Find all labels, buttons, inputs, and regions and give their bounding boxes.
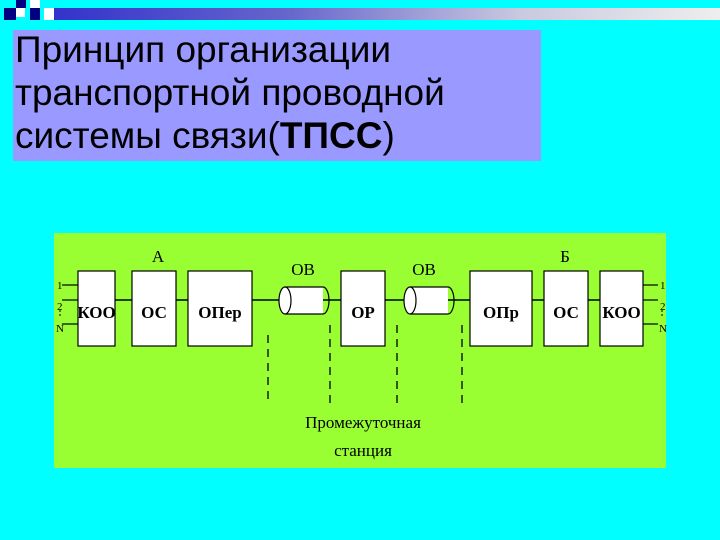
header-rule: [54, 8, 720, 20]
right-channel-n: N: [659, 323, 667, 335]
title-line-2: транспортной проводной: [15, 72, 445, 113]
title-box: [13, 30, 541, 161]
block-oper: ОПер: [187, 270, 253, 347]
svg-text:КОО: КОО: [77, 303, 115, 322]
svg-text:КОО: КОО: [602, 303, 640, 322]
fiber-label-2: ОВ: [412, 260, 436, 279]
left-channel-inputs: 1 2 N: [56, 280, 78, 335]
station-caption-line-1: Промежуточная: [305, 413, 421, 432]
right-channel-1: 1: [660, 280, 666, 292]
fiber-segment-1: [278, 286, 330, 315]
svg-text:ОС: ОС: [141, 303, 167, 322]
slide-title: Принцип организации транспортной проводн…: [15, 28, 445, 157]
block-koo-right: КОО: [599, 270, 644, 347]
block-opr: ОПр: [469, 270, 533, 347]
block-os-left: ОС: [131, 270, 177, 347]
svg-text:ОС: ОС: [553, 303, 579, 322]
fiber-label-1: ОВ: [291, 260, 315, 279]
left-channel-n: N: [56, 323, 64, 335]
fiber-segment-2: [403, 286, 455, 315]
block-koo-left: КОО: [77, 270, 116, 347]
svg-text:ОР: ОР: [351, 303, 375, 322]
point-b-label: Б: [560, 247, 570, 266]
svg-text:ОПер: ОПер: [198, 303, 241, 322]
block-or: ОР: [340, 270, 386, 347]
title-close-paren: ): [382, 115, 395, 156]
point-a-label: А: [152, 247, 165, 266]
left-channel-2: 2: [57, 301, 63, 313]
left-channel-1: 1: [57, 280, 63, 292]
svg-text:ОПр: ОПр: [483, 303, 519, 322]
title-abbreviation: ТПСС: [279, 115, 383, 156]
station-caption-line-2: станция: [334, 441, 392, 460]
title-line-1: Принцип организации: [15, 29, 392, 70]
station-boundaries: [267, 325, 463, 405]
title-line-3: системы связи(: [15, 115, 280, 156]
right-channel-2: 2: [660, 301, 666, 313]
right-channel-outputs: 1 2 N: [643, 280, 667, 335]
block-os-right: ОС: [543, 270, 589, 347]
